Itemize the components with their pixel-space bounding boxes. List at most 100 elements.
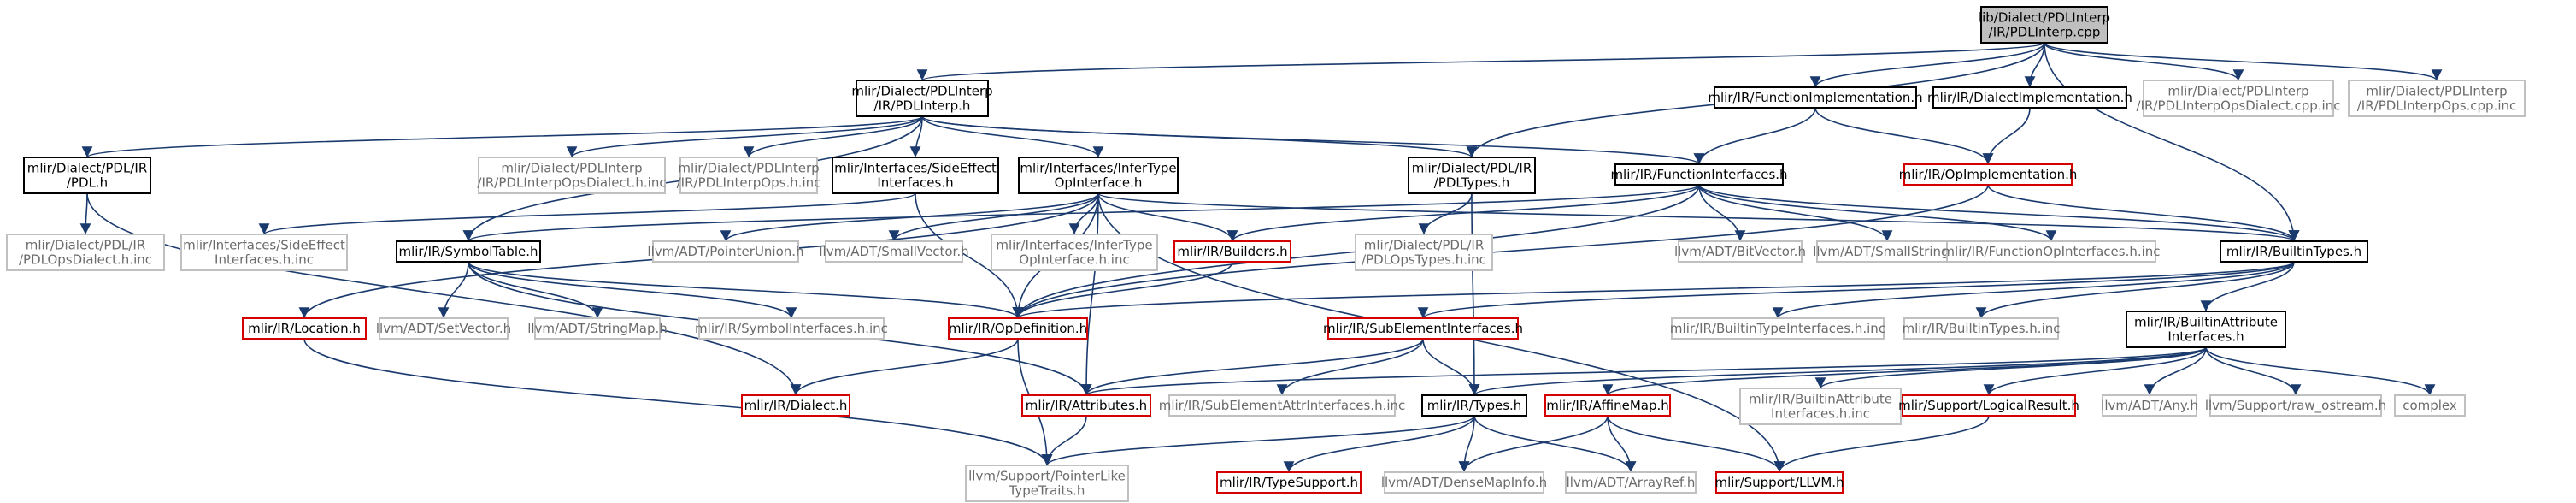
node-box (1355, 234, 1493, 271)
node-box (1902, 394, 2076, 417)
node-complex[interactable]: complex (2394, 394, 2466, 417)
edge-builtinattrinterfaces-h-to-logicalresult-h (1983, 346, 2207, 396)
node-label: mlir/Dialect/PDL/IR (27, 161, 148, 176)
edge-pdlinterp-h-to-pdlinterpops-h (743, 115, 923, 158)
node-label: OpInterface.h (1055, 175, 1143, 191)
node-llvm-h[interactable]: mlir/Support/LLVM.h (1714, 471, 1844, 494)
node-label: llvm/ADT/Any.h (2101, 398, 2198, 413)
edge-funcimpl-h-to-funcinterfaces-h (1693, 107, 1816, 165)
node-label: mlir/Interfaces/SideEffect (834, 161, 997, 176)
node-box (1216, 471, 1362, 494)
node-pdlinterpopsdialect-cpp[interactable]: mlir/Dialect/PDLInterp/IR/PDLInterpOpsDi… (2137, 80, 2341, 117)
node-pdl-h[interactable]: mlir/Dialect/PDL/IR/PDL.h (23, 157, 151, 194)
node-pdlinterpops-h[interactable]: mlir/Dialect/PDLInterp/IR/PDLInterpOps.h… (677, 157, 821, 194)
node-dialectimpl-h[interactable]: mlir/IR/DialectImplementation.h (1927, 86, 2132, 109)
edge-builtinattrinterfaces-h-to-any-h (2144, 346, 2207, 396)
node-symbolinterfaces-inc[interactable]: mlir/IR/SymbolInterfaces.h.inc (695, 317, 888, 340)
node-label: /IR/PDLInterp.cpp (1989, 25, 2101, 40)
node-raw-ostream-h[interactable]: llvm/Support/raw_ostream.h (2205, 394, 2386, 417)
edge-builtinattrinterfaces-h-to-raw-ostream-h (2205, 346, 2302, 396)
edge-pdlinterp-h-to-infertype-h (921, 115, 1104, 158)
node-any-h[interactable]: llvm/ADT/Any.h (2101, 394, 2198, 417)
node-location-h[interactable]: mlir/IR/Location.h (242, 317, 367, 340)
edge-builtinattrinterfaces-h-to-complex (2205, 346, 2436, 396)
node-label: Interfaces.h.inc (1771, 406, 1870, 422)
node-box (534, 317, 661, 340)
node-label: mlir/Dialect/PDLInterp (501, 161, 642, 176)
node-funcimpl-h[interactable]: mlir/IR/FunctionImplementation.h (1708, 86, 1923, 109)
node-subelement-h[interactable]: mlir/IR/SubElementInterfaces.h (1323, 317, 1523, 340)
node-bitvector-h[interactable]: llvm/ADT/BitVector.h (1674, 240, 1806, 263)
node-label: llvm/ADT/BitVector.h (1674, 244, 1806, 259)
node-label: mlir/IR/AffineMap.h (1546, 398, 1669, 413)
node-typesupport-h[interactable]: mlir/IR/TypeSupport.h (1216, 471, 1362, 494)
node-label: mlir/IR/BuiltinAttribute (1749, 392, 1892, 407)
edge-opimpl-h-to-opdefinition-h (1012, 184, 1989, 319)
node-attributes-h[interactable]: mlir/IR/Attributes.h (1021, 394, 1151, 417)
node-label: mlir/IR/FunctionOpInterfaces.h.inc (1942, 244, 2160, 259)
node-funcopinterfaces-inc[interactable]: mlir/IR/FunctionOpInterfaces.h.inc (1942, 240, 2161, 263)
node-logicalresult-h[interactable]: mlir/Support/LogicalResult.h (1898, 394, 2079, 417)
node-box (698, 317, 885, 340)
edge-types-h-to-pointerliketypetraits-h (1041, 415, 1475, 466)
node-box (1421, 394, 1527, 417)
node-opimpl-h[interactable]: mlir/IR/OpImplementation.h (1899, 163, 2078, 186)
node-builtintypeinterfaces-inc[interactable]: mlir/IR/BuiltinTypeInterfaces.h.inc (1670, 317, 1885, 340)
node-root[interactable]: lib/Dialect/PDLInterp/IR/PDLInterp.cpp (1979, 6, 2110, 44)
node-builtintypes-inc[interactable]: mlir/IR/BuiltinTypes.h.inc (1903, 317, 2061, 340)
node-label: OpInterface.h.inc (1019, 252, 1129, 268)
node-label: /IR/PDLInterpOps.h.inc (677, 175, 821, 191)
node-densemapinfo-h[interactable]: llvm/ADT/DenseMapInfo.h (1381, 471, 1547, 494)
node-pdlinterp-h[interactable]: mlir/Dialect/PDLInterp/IR/PDLInterp.h (851, 80, 993, 117)
node-builders-h[interactable]: mlir/IR/Builders.h (1173, 240, 1291, 263)
node-arrayref-h[interactable]: llvm/ADT/ArrayRef.h (1565, 471, 1697, 494)
node-infertype-inc[interactable]: mlir/Interfaces/InferTypeOpInterface.h.i… (991, 234, 1158, 271)
node-box (1021, 394, 1151, 417)
node-box (2220, 240, 2368, 263)
node-label: llvm/Support/raw_ostream.h (2205, 398, 2386, 414)
edge-symboltable-h-to-setvector-h (438, 261, 469, 319)
node-opdefinition-h[interactable]: mlir/IR/OpDefinition.h (948, 317, 1088, 340)
node-label: mlir/Dialect/PDLInterp (678, 161, 819, 176)
node-stringmap-h[interactable]: llvm/ADT/StringMap.h (527, 317, 668, 340)
node-builtintypes-h[interactable]: mlir/IR/BuiltinTypes.h (2220, 240, 2368, 263)
node-pdltypes-h[interactable]: mlir/Dialect/PDL/IR/PDLTypes.h (1408, 157, 1536, 194)
node-smallstring-h[interactable]: llvm/ADT/SmallString.h (1813, 240, 1961, 263)
node-symboltable-h[interactable]: mlir/IR/SymbolTable.h (396, 240, 541, 263)
node-pdlopsdialect-h[interactable]: mlir/Dialect/PDL/IR/PDLOpsDialect.h.inc (6, 234, 165, 271)
edge-builtinattrinterfaces-h-to-types-h (1468, 346, 2207, 396)
node-label: /PDL.h (67, 175, 108, 191)
node-box (242, 317, 367, 340)
node-label: mlir/IR/Dialect.h (744, 398, 848, 413)
node-sideeffect-inc[interactable]: mlir/Interfaces/SideEffectInterfaces.h.i… (180, 234, 348, 271)
node-box (6, 234, 165, 271)
node-dialect-h[interactable]: mlir/IR/Dialect.h (741, 394, 850, 417)
node-smallvector-h[interactable]: llvm/ADT/SmallVector.h (819, 240, 969, 263)
node-box (1816, 240, 1958, 263)
node-label: mlir/Interfaces/SideEffect (183, 238, 345, 253)
node-label: mlir/IR/BuiltinTypes.h (2226, 244, 2361, 259)
node-affinemap-h[interactable]: mlir/IR/AffineMap.h (1544, 394, 1671, 417)
node-box (1714, 86, 1917, 109)
edge-affinemap-h-to-arrayref-h (1607, 415, 1637, 473)
node-pointerunion-h[interactable]: llvm/ADT/PointerUnion.h (647, 240, 804, 263)
node-label: mlir/IR/Location.h (248, 321, 361, 336)
node-pdlinterpops-cpp[interactable]: mlir/Dialect/PDLInterp/IR/PDLInterpOps.c… (2348, 80, 2526, 117)
node-pdlopstypes-h[interactable]: mlir/Dialect/PDL/IR/PDLOpsTypes.h.inc (1355, 234, 1493, 271)
node-setvector-h[interactable]: llvm/ADT/SetVector.h (376, 317, 511, 340)
node-pdlinterpopsdialect-h[interactable]: mlir/Dialect/PDLInterp/IR/PDLInterpOpsDi… (477, 157, 667, 194)
node-label: /PDLOpsTypes.h.inc (1362, 252, 1486, 268)
node-label: mlir/Dialect/PDLInterp (851, 84, 992, 99)
node-types-h[interactable]: mlir/IR/Types.h (1421, 394, 1527, 417)
node-subelementattr-inc[interactable]: mlir/IR/SubElementAttrInterfaces.h.inc (1159, 394, 1406, 417)
edge-infertype-h-to-smallvector-h (888, 192, 1099, 242)
edge-root-to-pdlinterp-h (917, 42, 2045, 81)
edge-funcinterfaces-h-to-symboltable-h (463, 184, 1700, 242)
node-funcinterfaces-h[interactable]: mlir/IR/FunctionInterfaces.h (1610, 163, 1788, 186)
edge-builtintypes-h-to-builtinattrinterfaces-h (2200, 261, 2295, 312)
